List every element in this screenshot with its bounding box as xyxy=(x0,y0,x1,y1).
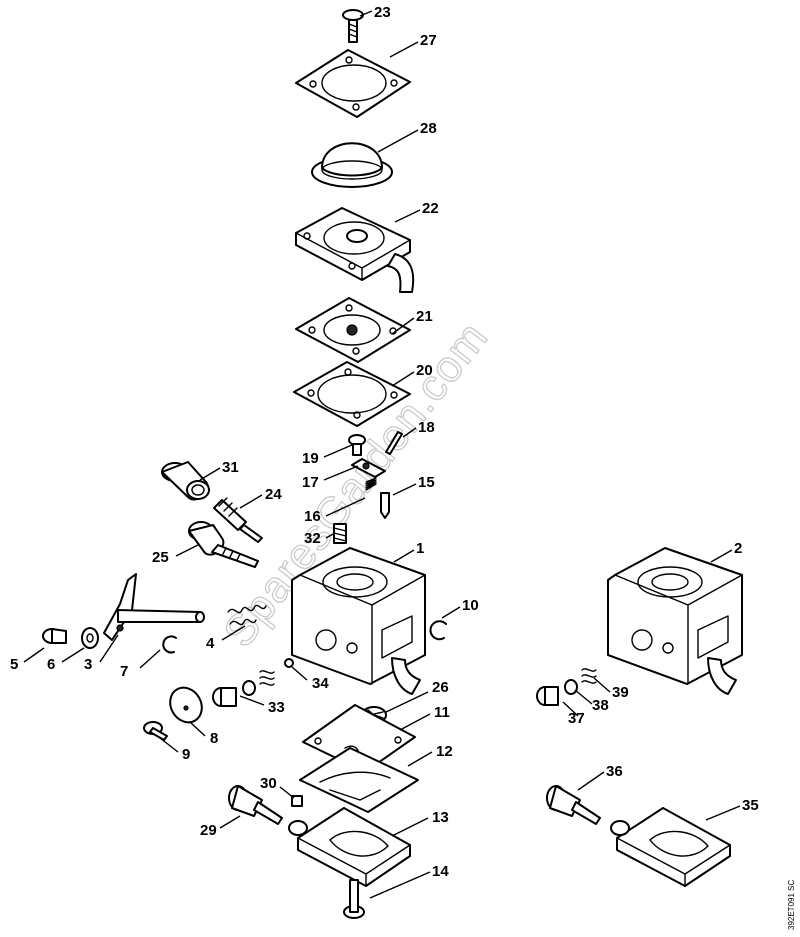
callout-30: 30 xyxy=(260,775,277,792)
callout-31: 31 xyxy=(222,459,239,476)
part-15-needle xyxy=(380,492,390,519)
callout-22: 22 xyxy=(422,200,439,217)
callout-23: 23 xyxy=(374,4,391,21)
part-28-primer-bulb xyxy=(311,142,393,188)
part-21-diaphragm xyxy=(295,297,411,363)
part-14-screw xyxy=(343,879,365,919)
part-17-lever xyxy=(351,458,386,478)
part-36-fitting xyxy=(546,785,601,825)
part-30-plug xyxy=(291,795,303,807)
callout-3: 3 xyxy=(84,656,92,673)
callout-15: 15 xyxy=(418,474,435,491)
callout-8: 8 xyxy=(210,730,218,747)
part-12-gasket xyxy=(299,747,419,813)
drawing-code: 392ET091 SC xyxy=(787,880,796,930)
part-2-carburetor-body xyxy=(607,547,743,695)
callout-25: 25 xyxy=(152,549,169,566)
part-10-circlip xyxy=(429,620,447,641)
callout-10: 10 xyxy=(462,597,479,614)
callout-32: 32 xyxy=(304,530,321,547)
callout-39: 39 xyxy=(612,684,629,701)
callout-17: 17 xyxy=(302,474,319,491)
callout-16: 16 xyxy=(304,508,321,525)
callout-35: 35 xyxy=(742,797,759,814)
callout-21: 21 xyxy=(416,308,433,325)
part-18-pin xyxy=(385,431,403,455)
part-34-o-ring xyxy=(284,658,294,668)
part-8-throttle-plate xyxy=(169,686,203,724)
callout-4: 4 xyxy=(206,635,215,652)
part-6-washer xyxy=(81,627,99,649)
callout-14: 14 xyxy=(432,863,449,880)
callout-33: 33 xyxy=(268,699,285,716)
callout-11: 11 xyxy=(434,704,450,721)
part-5-screw xyxy=(42,628,67,644)
part-4-spring xyxy=(227,604,267,626)
part-37-plug xyxy=(536,686,559,706)
callout-29: 29 xyxy=(200,822,217,839)
callout-36: 36 xyxy=(606,763,623,780)
callout-37: 37 xyxy=(568,710,585,727)
part-25-adjusting-screw xyxy=(188,521,259,568)
part-24-adjusting-screw xyxy=(213,497,263,543)
part-9-screw xyxy=(143,721,168,741)
callout-numbers: 23 27 28 22 21 20 18 19 17 15 16 32 31 2… xyxy=(10,4,759,880)
part-31-limiter-cap xyxy=(161,461,210,501)
callout-34: 34 xyxy=(312,675,329,692)
part-33-plug-group xyxy=(212,670,275,707)
part-3-throttle-shaft xyxy=(103,573,205,641)
part-1-carburetor-body xyxy=(291,547,426,695)
callout-27: 27 xyxy=(420,32,437,49)
leader-lines xyxy=(23,10,741,899)
part-32-spring xyxy=(333,523,347,544)
part-38-o-ring xyxy=(564,679,578,695)
callout-5: 5 xyxy=(10,656,18,673)
callout-9: 9 xyxy=(182,746,190,763)
callout-19: 19 xyxy=(302,450,319,467)
part-16-spring xyxy=(365,477,377,491)
callout-24: 24 xyxy=(265,486,282,503)
part-23-screw xyxy=(342,9,364,43)
part-22-pump-cover xyxy=(295,207,415,293)
callout-1: 1 xyxy=(416,540,424,557)
part-7-circlip xyxy=(162,635,177,654)
callout-18: 18 xyxy=(418,419,435,436)
part-39-spring xyxy=(581,668,597,684)
callout-2: 2 xyxy=(734,540,742,557)
callout-12: 12 xyxy=(436,743,453,760)
part-20-gasket xyxy=(293,361,411,427)
part-19-screw xyxy=(348,434,366,456)
callout-13: 13 xyxy=(432,809,449,826)
part-13-end-cover xyxy=(288,807,411,887)
callout-6: 6 xyxy=(47,656,55,673)
callout-26: 26 xyxy=(432,679,449,696)
part-35-end-cover xyxy=(610,807,731,887)
callout-28: 28 xyxy=(420,120,437,137)
part-29-fitting xyxy=(228,785,283,825)
callout-38: 38 xyxy=(592,697,609,714)
callout-7: 7 xyxy=(120,663,128,680)
callout-20: 20 xyxy=(416,362,433,379)
part-27-gasket xyxy=(295,49,411,118)
